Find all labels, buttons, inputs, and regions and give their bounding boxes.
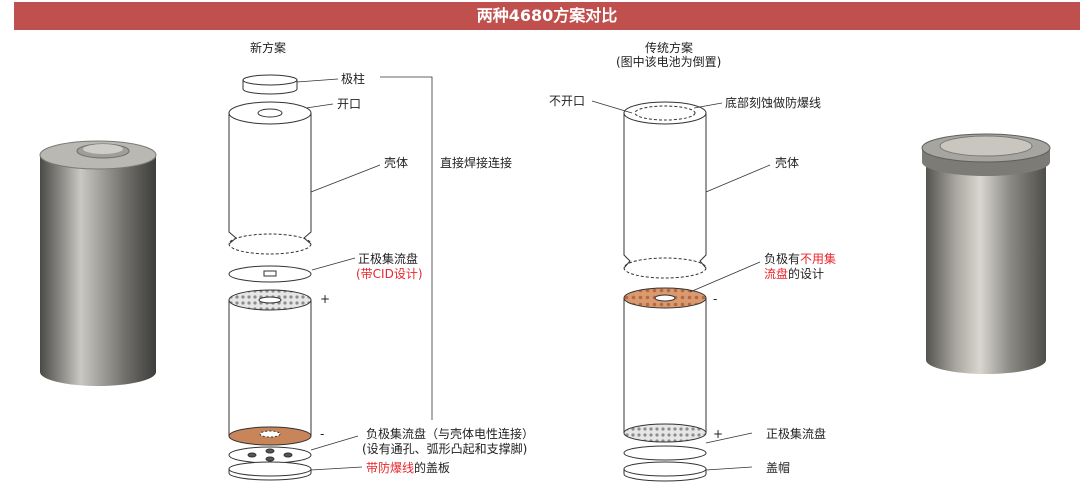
title-bar: 两种4680方案对比 [14, 2, 1080, 30]
neg-no-collector-label-2: 流盘的设计 [764, 267, 824, 281]
neg-highlight-2: 流盘 [764, 267, 789, 281]
cap-label: 盖帽 [766, 461, 791, 475]
trad-leader-lines [591, 100, 771, 471]
pole-label: 极柱 [341, 72, 366, 86]
neg-prefix: 负极有 [764, 252, 801, 266]
neg-collector-label: 负极集流盘（与壳体电性连接） [366, 427, 535, 441]
direct-weld-label: 直接焊接连接 [440, 156, 513, 170]
no-opening-label: 不开口 [549, 94, 586, 108]
new-leader-lines [296, 76, 433, 471]
new-jellyroll-part [228, 289, 312, 446]
new-cover-part [228, 461, 312, 481]
trad-shell-part [623, 101, 707, 279]
new-pos-collector-part [228, 265, 312, 283]
neg-suffix: 的设计 [788, 267, 825, 281]
new-scheme-heading: 新方案 [250, 41, 287, 55]
traditional-battery-photo [921, 133, 1051, 374]
pos-collector-label: 正极集流盘 [358, 252, 419, 266]
trad-pos-collector-label: 正极集流盘 [766, 427, 827, 441]
new-pole-part [242, 74, 298, 95]
trad-cap-part [623, 461, 707, 482]
trad-scheme-subheading: (图中该电池为倒置) [616, 55, 722, 69]
neg-no-collector-label: 负极有不用集 [764, 252, 836, 266]
new-neg-collector-part [228, 446, 312, 464]
trad-plus-sign: + [713, 427, 724, 441]
opening-label: 开口 [337, 97, 362, 111]
trad-jellyroll-part [623, 287, 707, 443]
neg-highlight-1: 不用集 [800, 252, 837, 266]
trad-shell-label: 壳体 [775, 156, 800, 170]
trad-minus-sign: - [713, 292, 718, 306]
neg-collector-note: (设有通孔、弧形凸起和支撑脚) [362, 442, 528, 456]
new-battery-photo [39, 140, 157, 386]
cid-note-label: (带CID设计) [356, 267, 423, 281]
trad-pos-collector-part [623, 445, 707, 461]
new-minus-sign: - [320, 427, 325, 441]
page-title: 两种4680方案对比 [476, 6, 618, 25]
trad-scheme-heading: 传统方案 [645, 41, 694, 55]
bottom-etch-label: 底部刻蚀做防爆线 [725, 96, 822, 110]
cover-label: 带防爆线的盖板 [366, 461, 450, 475]
new-shell-part [228, 101, 312, 255]
cover-label-rest: 的盖板 [414, 461, 451, 475]
new-shell-label: 壳体 [384, 156, 409, 170]
new-plus-sign: + [320, 292, 331, 306]
cover-label-highlight: 带防爆线 [366, 461, 415, 475]
